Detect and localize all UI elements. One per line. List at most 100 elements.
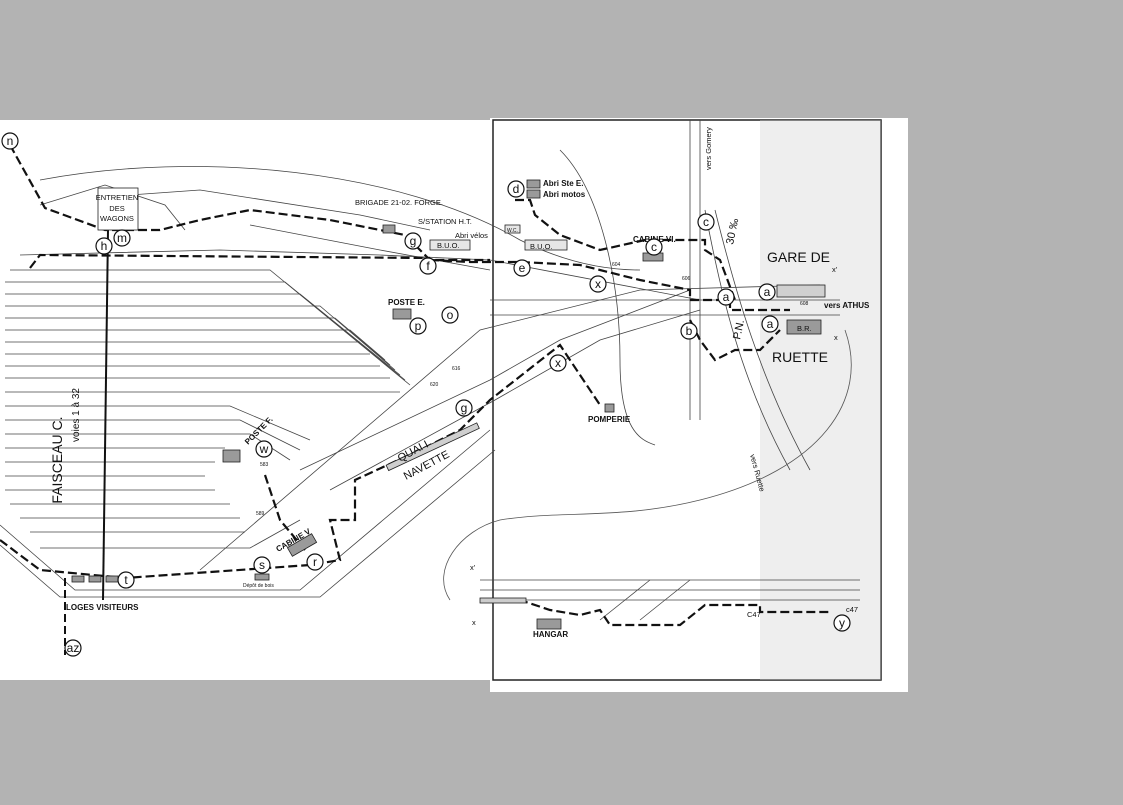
loges-building-3 (105, 575, 119, 583)
checkpoint-letter-f: f (426, 259, 430, 273)
loges-label: LOGES VISITEURS (66, 603, 139, 612)
c47-label-b: c47 (846, 605, 858, 614)
gare-building (776, 284, 826, 298)
checkpoint-marker-a (758, 283, 776, 301)
br-building (786, 319, 822, 335)
ruette-label: RUETTE (772, 349, 828, 365)
checkpoint-letter-o: o (447, 308, 454, 322)
checkpoint-marker-n (1, 132, 19, 150)
station-ht-building (382, 224, 396, 234)
checkpoint-marker-r (306, 553, 324, 571)
track-vertical-marker (102, 229, 109, 601)
x-label-1: x (834, 333, 838, 342)
hangar-label: HANGAR (533, 630, 568, 639)
checkpoint-letter-a: a (767, 317, 774, 331)
nr-583-label: 583 (260, 462, 269, 468)
patrol-route (0, 144, 830, 627)
bridge-left (479, 597, 527, 604)
nr-606-label: 606 (682, 276, 691, 282)
checkpoint-marker-t (117, 571, 135, 589)
plan-sheet-left (0, 120, 495, 680)
checkpoint-letter-g: g (410, 234, 417, 248)
x-prime-label-2: x' (470, 563, 476, 572)
nr-589-label: 589 (256, 511, 265, 517)
entretien-label-3: WAGONS (100, 214, 134, 223)
checkpoint-marker-s (253, 556, 271, 574)
checkpoint-marker-x (549, 354, 567, 372)
pomperie-building (604, 403, 615, 413)
checkpoint-letter-n: n (7, 134, 14, 148)
depot-label: Dépôt de bois (243, 583, 274, 589)
loges-building-1 (71, 575, 85, 583)
c47-label-a: C47 (747, 610, 761, 619)
nr-620-label: 620 (430, 382, 439, 388)
checkpoint-marker-h (95, 237, 113, 255)
entretien-label-1: ENTRETIEN (96, 193, 139, 202)
checkpoint-letter-w: w (259, 442, 269, 456)
x-prime-label-1: x' (832, 265, 838, 274)
poste-f-building (222, 449, 241, 463)
gare-de-label: GARE DE (767, 249, 830, 265)
buo-building-1 (429, 239, 471, 251)
buo-label-1: B.U.O. (437, 241, 460, 250)
abri-velos-label: Abri vélos (455, 231, 488, 240)
abri-ste-label: Abri Ste E. (543, 179, 583, 188)
gradient-label: 30 ‰ (724, 217, 741, 245)
poste-e-label: POSTE E. (388, 298, 425, 307)
checkpoint-letter-y: y (839, 616, 845, 630)
nr-604-label: 604 (612, 262, 621, 268)
brigade-label: BRIGADE 21-02. FORGE. (355, 198, 443, 207)
checkpoint-marker-m (113, 229, 131, 247)
checkpoint-marker-x (589, 275, 607, 293)
nr-616-label: 616 (452, 366, 461, 372)
checkpoint-marker-g (404, 232, 422, 250)
checkpoint-letter-s: s (259, 558, 265, 572)
checkpoint-letter-a: a (723, 290, 730, 304)
access-road (443, 329, 852, 601)
vers-gomery-label: vers Gomery (704, 127, 713, 170)
checkpoint-letter-t: t (124, 573, 128, 587)
entretien-label-2: DES (109, 204, 124, 213)
checkpoint-letter-b: b (686, 324, 693, 338)
checkpoint-marker-e (513, 259, 531, 277)
checkpoint-letter-g: g (461, 401, 468, 415)
abri-motos-label: Abri motos (543, 190, 586, 199)
checkpoint-marker-a (717, 288, 735, 306)
checkpoint-marker-a (761, 315, 779, 333)
faisceau-tracks: voies 1 à 32 (71, 388, 82, 442)
depot-building (254, 573, 270, 581)
checkpoint-letter-m: m (117, 231, 127, 245)
checkpoint-letter-x: x (555, 356, 561, 370)
checkpoint-letter-e: e (519, 261, 526, 275)
checkpoint-letter-c: c (703, 215, 709, 229)
wc-building (504, 224, 521, 234)
abri-motos-building (526, 189, 541, 199)
buo-label-2: B.U.O. (530, 242, 553, 251)
vers-athus-label: vers ATHUS (824, 301, 870, 310)
checkpoint-letter-c: c (651, 240, 657, 254)
checkpoint-letter-az: az (67, 641, 80, 655)
checkpoint-letter-a: a (764, 285, 771, 299)
br-label: B.R. (797, 324, 812, 333)
buildings (71, 179, 826, 630)
checkpoint-marker-g (455, 399, 473, 417)
checkpoint-marker-y (833, 614, 851, 632)
checkpoint-marker-f (419, 257, 437, 275)
checkpoint-marker-o (441, 306, 459, 324)
entretien-building (97, 187, 139, 231)
buo-building-2 (524, 239, 568, 251)
faisceau-title: FAISCEAU C. (49, 416, 65, 503)
station-ht-label: S/STATION H.T. (418, 217, 472, 226)
checkpoint-letter-h: h (101, 239, 108, 253)
pn-label: P.N. (731, 319, 747, 341)
quai-platform (385, 422, 480, 472)
wc-label: W.C. (507, 228, 518, 234)
hangar-building (536, 618, 562, 630)
track-fan (0, 120, 860, 621)
checkpoint-letter-d: d (513, 182, 520, 196)
checkpoint-letter-p: p (415, 319, 422, 333)
plan-inner-frame (492, 119, 882, 681)
checkpoint-marker-c (645, 238, 663, 256)
